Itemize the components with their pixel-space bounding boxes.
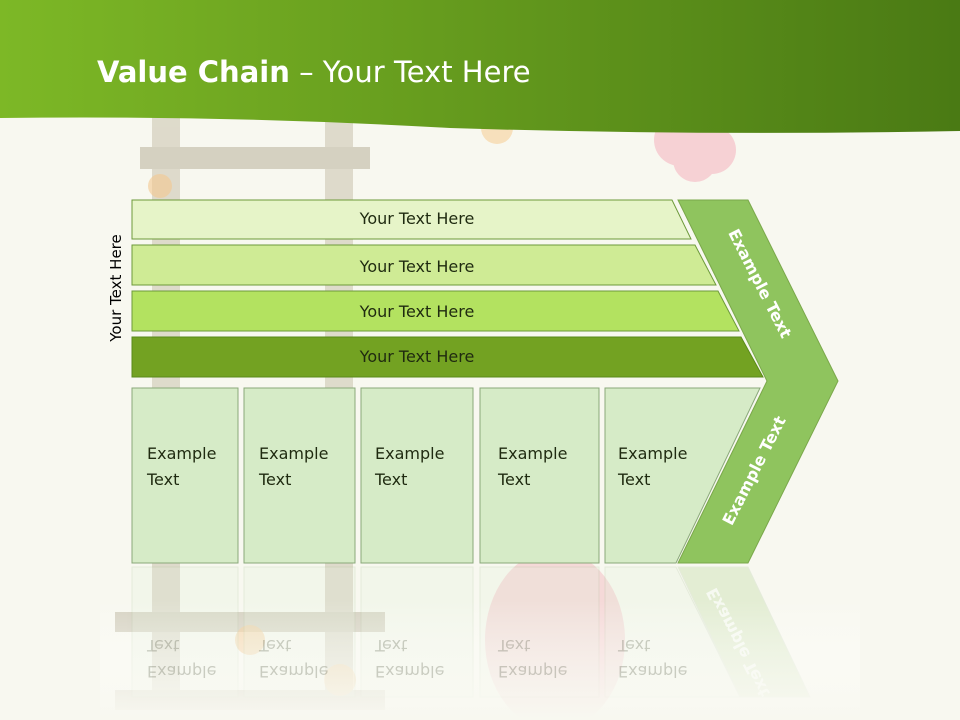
header-band bbox=[0, 0, 960, 133]
support-row-label: Your Text Here bbox=[359, 209, 475, 228]
primary-activities bbox=[131, 387, 761, 564]
support-row-4 bbox=[131, 336, 764, 378]
support-row-1 bbox=[131, 199, 692, 240]
support-activities bbox=[131, 199, 764, 378]
support-row-3 bbox=[131, 290, 740, 332]
support-row-label: Your Text Here bbox=[359, 347, 475, 366]
support-row-2 bbox=[131, 244, 717, 286]
reflection-fade bbox=[100, 600, 860, 720]
primary-cell-5 bbox=[604, 387, 761, 564]
primary-cell-1 bbox=[131, 387, 239, 564]
primary-cell-4 bbox=[479, 387, 600, 564]
support-row-label: Your Text Here bbox=[359, 257, 475, 276]
margin-chevron bbox=[677, 199, 839, 564]
support-row-label: Your Text Here bbox=[359, 302, 475, 321]
primary-cell-3 bbox=[360, 387, 474, 564]
page-title: Value Chain – Your Text Here bbox=[97, 55, 531, 89]
primary-cell-2 bbox=[243, 387, 356, 564]
